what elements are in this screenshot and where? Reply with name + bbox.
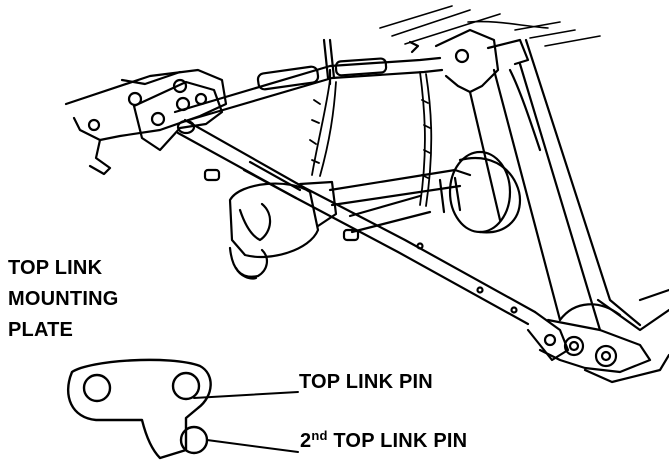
upper-left-hole-icon: [82, 373, 112, 403]
top-link-pin-hole-icon: [171, 371, 201, 401]
mounting-plate-inset: [67, 358, 212, 460]
second-pin-ordinal: 2: [300, 430, 312, 452]
tractor-mount-plate: [132, 80, 224, 152]
mounting-plate-label-line-1: TOP LINK: [8, 257, 103, 279]
top-link-pin-label: TOP LINK PIN: [299, 371, 433, 393]
lower-link-arm: [176, 118, 570, 362]
check-chains: [309, 71, 433, 207]
background-sketch-lines: [379, 5, 601, 47]
second-pin-text: TOP LINK PIN: [327, 430, 468, 452]
mounting-plate-label-line-3: PLATE: [8, 319, 74, 341]
leader-lines: [193, 391, 299, 453]
a-frame-mast: [434, 28, 669, 332]
second-pin-suffix: nd: [311, 428, 328, 443]
second-top-link-pin-label: 2nd TOP LINK PIN: [300, 428, 468, 453]
top-link-bar: [173, 38, 444, 124]
lower-hitch-assembly: [538, 288, 669, 384]
pto-shaft: [328, 150, 522, 234]
top-pins: [328, 40, 420, 86]
mounting-plate-label: TOP LINK MOUNTING PLATE: [8, 257, 118, 350]
top-link-pin-leader: [193, 391, 299, 399]
gearbox-body: [203, 160, 360, 280]
mounting-plate-label-line-2: MOUNTING: [8, 288, 119, 310]
second-pin-leader: [206, 439, 299, 453]
